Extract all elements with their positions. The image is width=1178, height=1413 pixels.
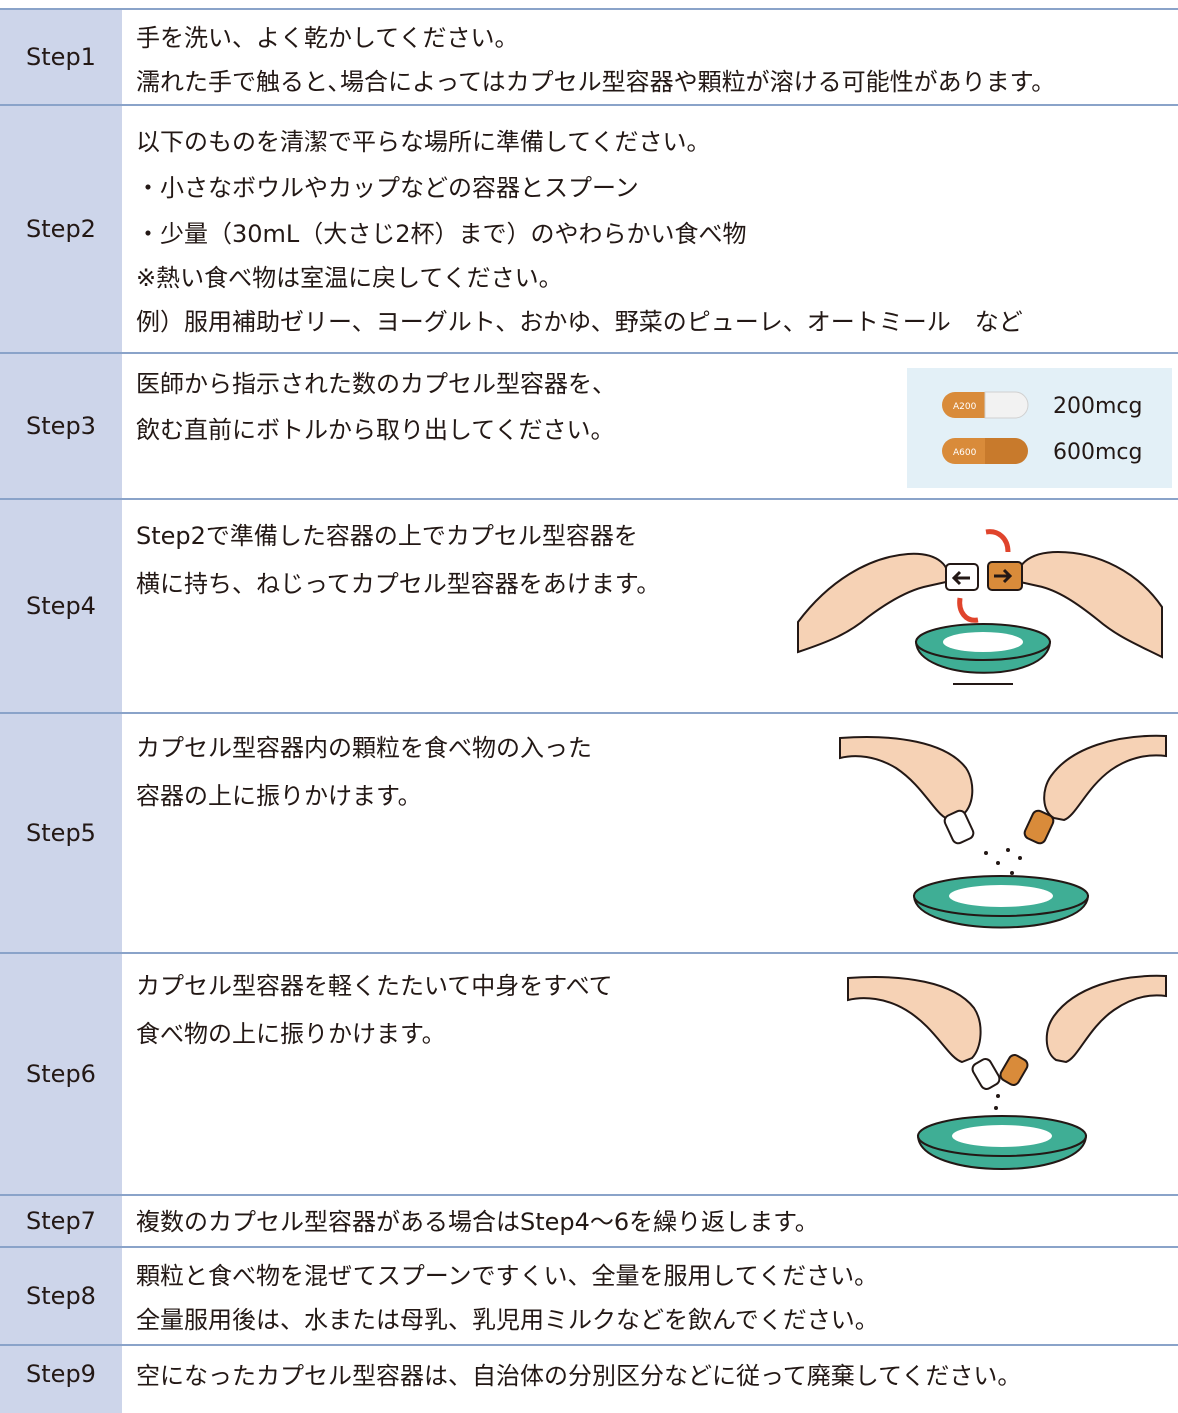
dose-label: 200mcg [1053,394,1143,419]
dose-label: 600mcg [1053,440,1143,465]
step-text: 手を洗い、よく乾かしてください。 [136,24,519,52]
step-row-9: Step9 空になったカプセル型容器は、自治体の分別区分などに従って廃棄してくだ… [0,1344,1178,1413]
rotate-arrow-icon [957,597,979,623]
step-body: カプセル型容器を軽くたたいて中身をすべて 食べ物の上に振りかけます。 [136,954,1172,1194]
step-text: 顆粒と食べ物を混ぜてスプーンですくい、全量を服用してください。 [136,1262,879,1290]
step-label: Step8 [0,1248,122,1344]
step-label: Step6 [0,954,122,1194]
step-text: 複数のカプセル型容器がある場合はStep4～6を繰り返します。 [136,1208,819,1236]
step-label: Step1 [0,10,122,104]
step-text: ・少量（30mL（大さじ2杯）まで）のやわらかい食べ物 [136,220,747,248]
step-row-5: Step5 カプセル型容器内の顆粒を食べ物の入った 容器の上に振りかけます。 [0,712,1178,952]
step-body: 以下のものを清潔で平らな場所に準備してください。 ・小さなボウルやカップなどの容… [136,106,1172,352]
step-row-4: Step4 Step2で準備した容器の上でカプセル型容器を 横に持ち、ねじってカ… [0,498,1178,712]
capsule-dose-box: A200 A600 200mcg 600mcg [907,368,1172,488]
step-label: Step2 [0,106,122,352]
step-label: Step9 [0,1346,122,1413]
bowl-icon [912,875,1090,929]
step-text: 食べ物の上に振りかけます。 [136,1020,446,1048]
capsule-icon [943,809,1055,845]
step-row-3: Step3 医師から指示された数のカプセル型容器を、 飲む直前にボトルから取り出… [0,352,1178,498]
step-row-1: Step1 手を洗い、よく乾かしてください。 濡れた手で触ると､場合によってはカ… [0,8,1178,104]
step-label: Step5 [0,714,122,952]
step-body: カプセル型容器内の顆粒を食べ物の入った 容器の上に振りかけます。 [136,714,1172,952]
step-row-8: Step8 顆粒と食べ物を混ぜてスプーンですくい、全量を服用してください。 全量… [0,1246,1178,1344]
capsule-imprint: A200 [953,402,977,412]
step-text: カプセル型容器を軽くたたいて中身をすべて [136,972,613,1000]
step-text: 以下のものを清潔で平らな場所に準備してください。 [136,128,711,156]
step-label: Step3 [0,354,122,498]
arrow-right-icon [994,568,1013,584]
step-text: 医師から指示された数のカプセル型容器を、 [136,370,616,398]
step-body: 顆粒と食べ物を混ぜてスプーンですくい、全量を服用してください。 全量服用後は、水… [136,1248,1172,1344]
step-text: ・小さなボウルやカップなどの容器とスプーン [136,174,639,202]
capsule-icon [971,1054,1029,1090]
bowl-icon [914,623,1052,685]
capsule-illustrations: A200 A600 [942,391,1029,464]
step-body: 空になったカプセル型容器は、自治体の分別区分などに従って廃棄してください。 [136,1346,1172,1413]
step-body: 複数のカプセル型容器がある場合はStep4～6を繰り返します。 [136,1196,1172,1246]
step-text: 全量服用後は、水または母乳、乳児用ミルクなどを飲んでください。 [136,1306,879,1334]
tap-capsule-illustration [847,974,1167,1170]
step-text: 飲む直前にボトルから取り出してください。 [136,416,615,444]
capsule-200-icon [942,391,1029,419]
step-row-7: Step7 複数のカプセル型容器がある場合はStep4～6を繰り返します。 [0,1194,1178,1246]
step-body: 医師から指示された数のカプセル型容器を、 飲む直前にボトルから取り出してください… [136,354,1172,498]
step-label: Step7 [0,1196,122,1246]
bowl-icon [916,1115,1088,1170]
arrow-left-icon [951,570,970,586]
step-text: 容器の上に振りかけます。 [136,782,422,810]
step-text: 濡れた手で触ると､場合によってはカプセル型容器や顆粒が溶ける可能性があります。 [136,68,1056,96]
step-row-6: Step6 カプセル型容器を軽くたたいて中身をすべて 食べ物の上に振りかけます。 [0,952,1178,1194]
step-body: Step2で準備した容器の上でカプセル型容器を 横に持ち、ねじってカプセル型容器… [136,500,1172,712]
sprinkle-granules-illustration [839,734,1167,929]
step-label: Step4 [0,500,122,712]
step-text: カプセル型容器内の顆粒を食べ物の入った [136,734,592,762]
rotate-arrow-icon [985,529,1011,553]
step-text: 横に持ち、ねじってカプセル型容器をあけます。 [136,570,661,598]
step-row-2: Step2 以下のものを清潔で平らな場所に準備してください。 ・小さなボウルやカ… [0,104,1178,352]
step-text: 例）服用補助ゼリー、ヨーグルト、おかゆ、野菜のピューレ、オートミール など [136,308,1023,336]
step-body: 手を洗い、よく乾かしてください。 濡れた手で触ると､場合によってはカプセル型容器… [136,10,1172,104]
step-text: Step2で準備した容器の上でカプセル型容器を [136,522,638,550]
twist-capsule-illustration [797,529,1163,685]
capsule-imprint: A600 [953,448,977,458]
step-text: ※熱い食べ物は室温に戻してください。 [136,264,563,292]
capsule-600-icon [942,438,1028,464]
step-text: 空になったカプセル型容器は、自治体の分別区分などに従って廃棄してください。 [136,1362,1022,1390]
